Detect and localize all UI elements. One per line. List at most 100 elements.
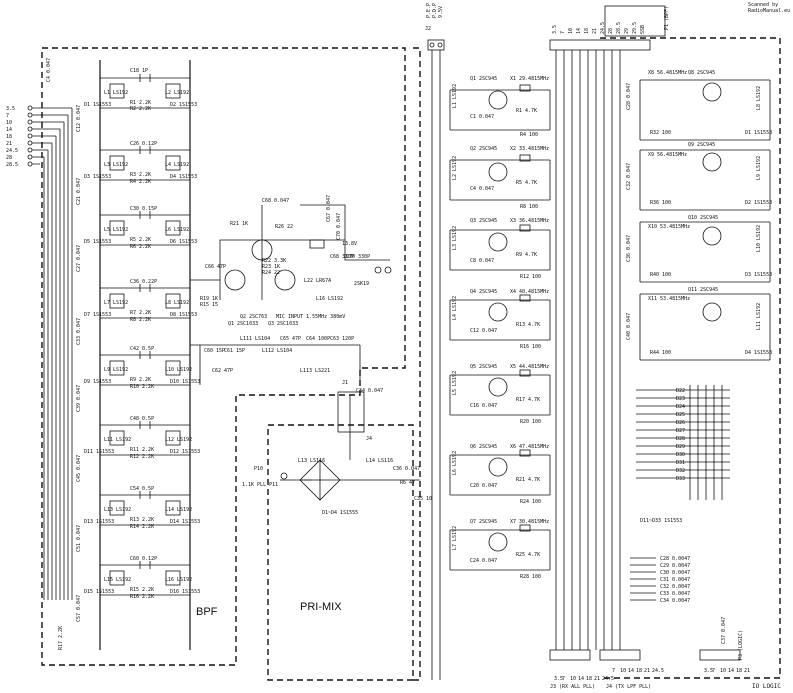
rosc-4-c: C40 0.047 [626,313,632,340]
bpf-cap-label: C4 0.047 [46,58,52,82]
bpf-stage-8-l-left: L15 LS192 [104,577,131,583]
diode-row-4: D25 [676,412,685,418]
amp-r24: R24 22 [262,270,280,276]
filter-c62: C62 47P [212,368,233,374]
bpf-stage-6-d-right: D12 1S1553 [170,449,200,455]
osc-5-q: Q5 2SC945 [470,364,497,370]
diode-row-6: D27 [676,428,685,434]
j2-pin-3: 9.5V [438,6,444,18]
filter-l111: L111 LS104 [240,336,270,342]
bpf-stage-7-d-left: D13 1S1553 [84,519,114,525]
osc-2-q: Q2 2SC945 [470,146,497,152]
top-pin-5: 18 [584,28,590,34]
bpf-stage-3-d-right: D6 1S1553 [170,239,197,245]
amp-r22: R22 3.3K [262,258,286,264]
rosc-2: Q9 2SC945 X9 56.4815MHz C32 0.047 L9 LS1… [626,142,772,211]
bpf-stage-8-l-right: L16 LS192 [165,577,192,583]
filter-c61: C61 15P [224,348,245,354]
rosc-4-r: R44 100 [650,350,671,356]
p3-pin-4: 14 [728,668,734,674]
top-pin-12: SSB [640,25,646,34]
j3-pin-5: 18 [586,676,592,682]
osc-3-q: Q3 2SC945 [470,218,497,224]
amp-r19: R19 1K [200,296,218,302]
diode-row-2: D23 [676,396,685,402]
bpf-stage-5-d-right: D10 1S1553 [170,379,200,385]
osc-1-x: X1 29.4815MHz [510,76,549,82]
top-connectors: J2 P.E.P P.D.P 9.5V P1 (BPF) 3.5 7 10 14… [425,3,670,51]
bpf-stage-6-r1: R11 2.2K [130,447,154,453]
amp-q3: Q3 2SC1033 [268,321,298,327]
filter-c65: C65 47P [280,336,301,342]
osc-7-q: Q7 2SC945 [470,519,497,525]
mic-filter: MIC INPUT 1.55MHz 380mV C60 15P C61 15P … [190,314,361,385]
osc-feed-bus [431,50,441,680]
bpf-stage-3-cap: C30 0.15P [130,206,157,212]
bpf-stage-2-r1: R3 2.2K [130,172,151,178]
j3-pin-2: 7 [562,676,565,682]
diode-row-7: D28 [676,436,685,442]
diode-row-10: D31 [676,460,685,466]
j2-pin-2: P.D.P [432,3,438,18]
osc-6-r: R21 4.7K [516,477,540,483]
left-pin-label-8: 28 [6,155,12,161]
top-pin-1: 3.5 [552,25,558,34]
osc-1-l: L1 LS192 [452,84,458,108]
rosc-1-d: D1 1S1553 [745,130,772,136]
bpf-stage-3: C30 0.15P L5 LS192 L6 LS192 D5 1S1553 D6… [76,206,197,272]
diode-row-5: D26 [676,420,685,426]
amp-r26: R26 22 [275,224,293,230]
bpf-stage-7-cap: C54 0.5P [130,486,154,492]
osc-5-c: C16 0.047 [470,403,497,409]
j4-pin-4: 18 [636,668,642,674]
rosc-4-d: D4 1S1553 [745,350,772,356]
filter-c60: C60 15P [204,348,225,354]
bpf-stage-5-r1: R9 2.2K [130,377,151,383]
j2-label: J2 [425,26,431,32]
bpf-control-bus [43,108,73,600]
osc-3-x: X3 36.4815MHz [510,218,549,224]
osc-5: Q5 2SC945 X5 44.4815MHz L5 LS192 C16 0.0… [449,364,551,425]
bpf-stage-1-d-right: D2 1S1553 [170,102,197,108]
top-pin-10: 29 [624,28,630,34]
rosc-4-q: Q11 2SC945 [688,287,718,293]
left-pin-label-9: 28.5 [6,162,18,168]
bpf-stage-7-c-side: C51 0.047 [76,525,82,552]
osc-2: Q2 2SC945 X2 33.4815MHz L2 LS192 C4 0.04… [449,146,551,210]
bpf-stage-8-d-right: D16 1S1553 [170,589,200,595]
osc-1-out: R4 100 [520,132,538,138]
bpf-stage-1-l-right: L2 LS192 [165,90,189,96]
amp-q2: Q2 2SC763 [240,314,267,320]
bpf-stage-5-l-right: L10 LS192 [165,367,192,373]
bpf-stage-5: C42 0.5P L9 LS192 L10 LS192 D9 1S1553 D1… [76,346,200,412]
j4-pin-6: 24.5 [652,668,664,674]
bpf-stage-7-l-left: L13 LS192 [104,507,131,513]
j3-label: J3 (RX ALL PLL) [550,684,595,690]
osc-2-l: L2 LS192 [452,156,458,180]
bpf-stage-4-r2: R8 2.2K [130,317,151,323]
bottom-cap-6: C33 0.0047 [660,591,690,597]
osc-5-out: R20 100 [520,419,541,425]
bpf-stage-3-r2: R6 2.2K [130,244,151,250]
bpf-stage-8: C60 0.12P L15 LS192 L16 LS192 D15 1S1553… [76,556,200,622]
bpf-stage-1: C18 1P L1 LS192 L2 LS192 D1 1S1553 D2 1S… [76,68,197,132]
bpf-stage-3-d-left: D5 1S1553 [84,239,111,245]
filter-c63: C63 120P [330,336,354,342]
primix-c36: C36 0.047 [393,466,420,472]
osc-6-out: R24 100 [520,499,541,505]
p3-pin-3: 10 [720,668,726,674]
diode-row-3: D24 [676,404,685,410]
p1-label: P1 (BPF) [664,6,670,30]
osc-4: Q4 2SC945 X4 40.4815MHz L4 LS192 C12 0.0… [449,289,551,350]
top-pin-4: 14 [576,28,582,34]
rosc-2-x: X9 56.4815MHz [648,152,687,158]
left-pin-label-2: 7 [6,113,9,119]
rosc-3: Q10 2SC945 X10 53.4815MHz C36 0.047 L10 … [626,215,772,283]
rosc-2-c: C32 0.047 [626,163,632,190]
osc-7-l: L7 LS192 [452,526,458,550]
osc-4-r: R13 4.7K [516,322,540,328]
diode-row-12: D33 [676,476,685,482]
osc-6: Q6 2SC945 X6 47.4815MHz L6 LS192 C20 0.0… [449,444,551,505]
bpf-stage-2-cap: C26 0.12P [130,141,157,147]
bpf-section-label: BPF [196,606,218,618]
